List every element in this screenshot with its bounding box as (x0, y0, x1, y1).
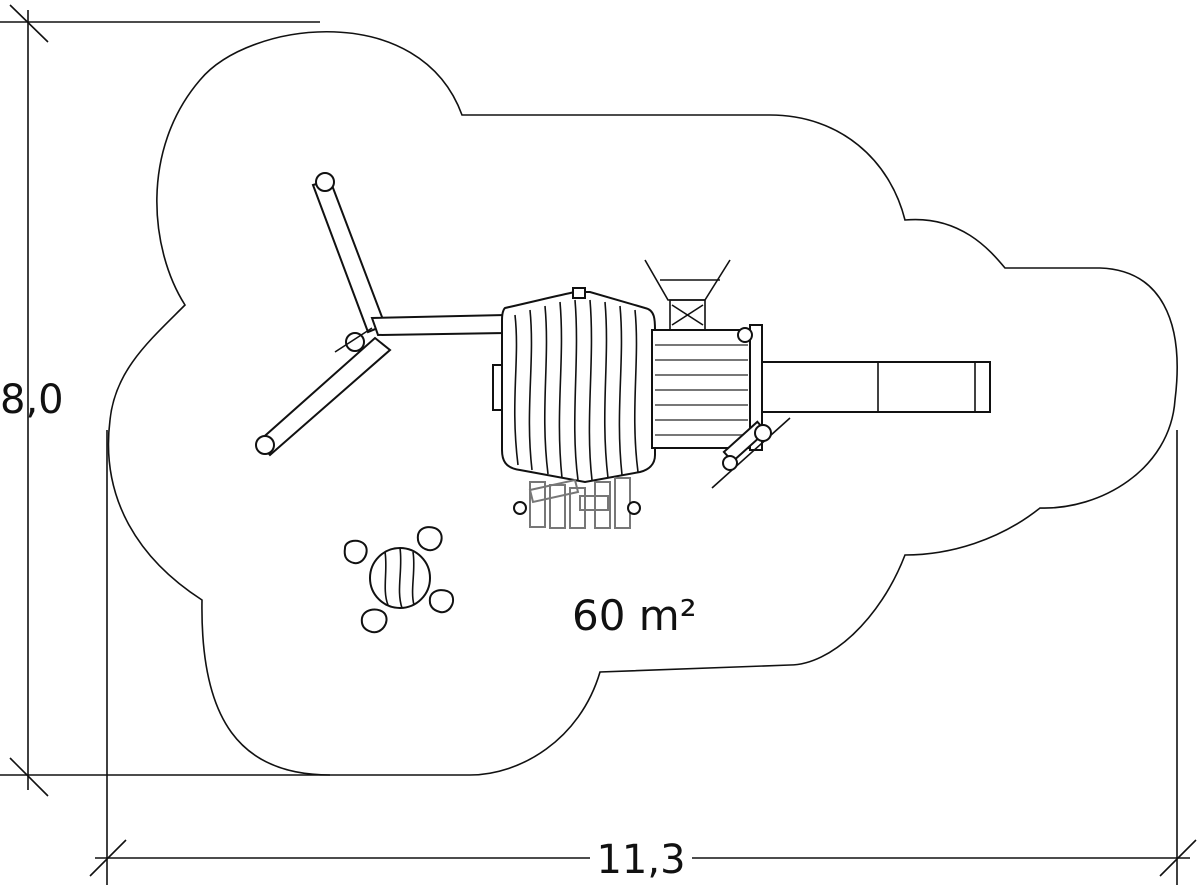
slide (761, 361, 991, 413)
area-label: 60 m² (572, 591, 697, 640)
height-dimension (0, 4, 330, 797)
width-dimension (89, 430, 1197, 885)
balance-beam-structure (255, 172, 506, 457)
play-tower (492, 287, 656, 529)
width-label: 11,3 (596, 837, 685, 883)
climbing-bar (711, 417, 791, 489)
safety-zone-outline (107, 31, 1178, 776)
platform (644, 259, 763, 451)
picnic-table (343, 526, 454, 634)
height-label: 8,0 (0, 377, 64, 423)
